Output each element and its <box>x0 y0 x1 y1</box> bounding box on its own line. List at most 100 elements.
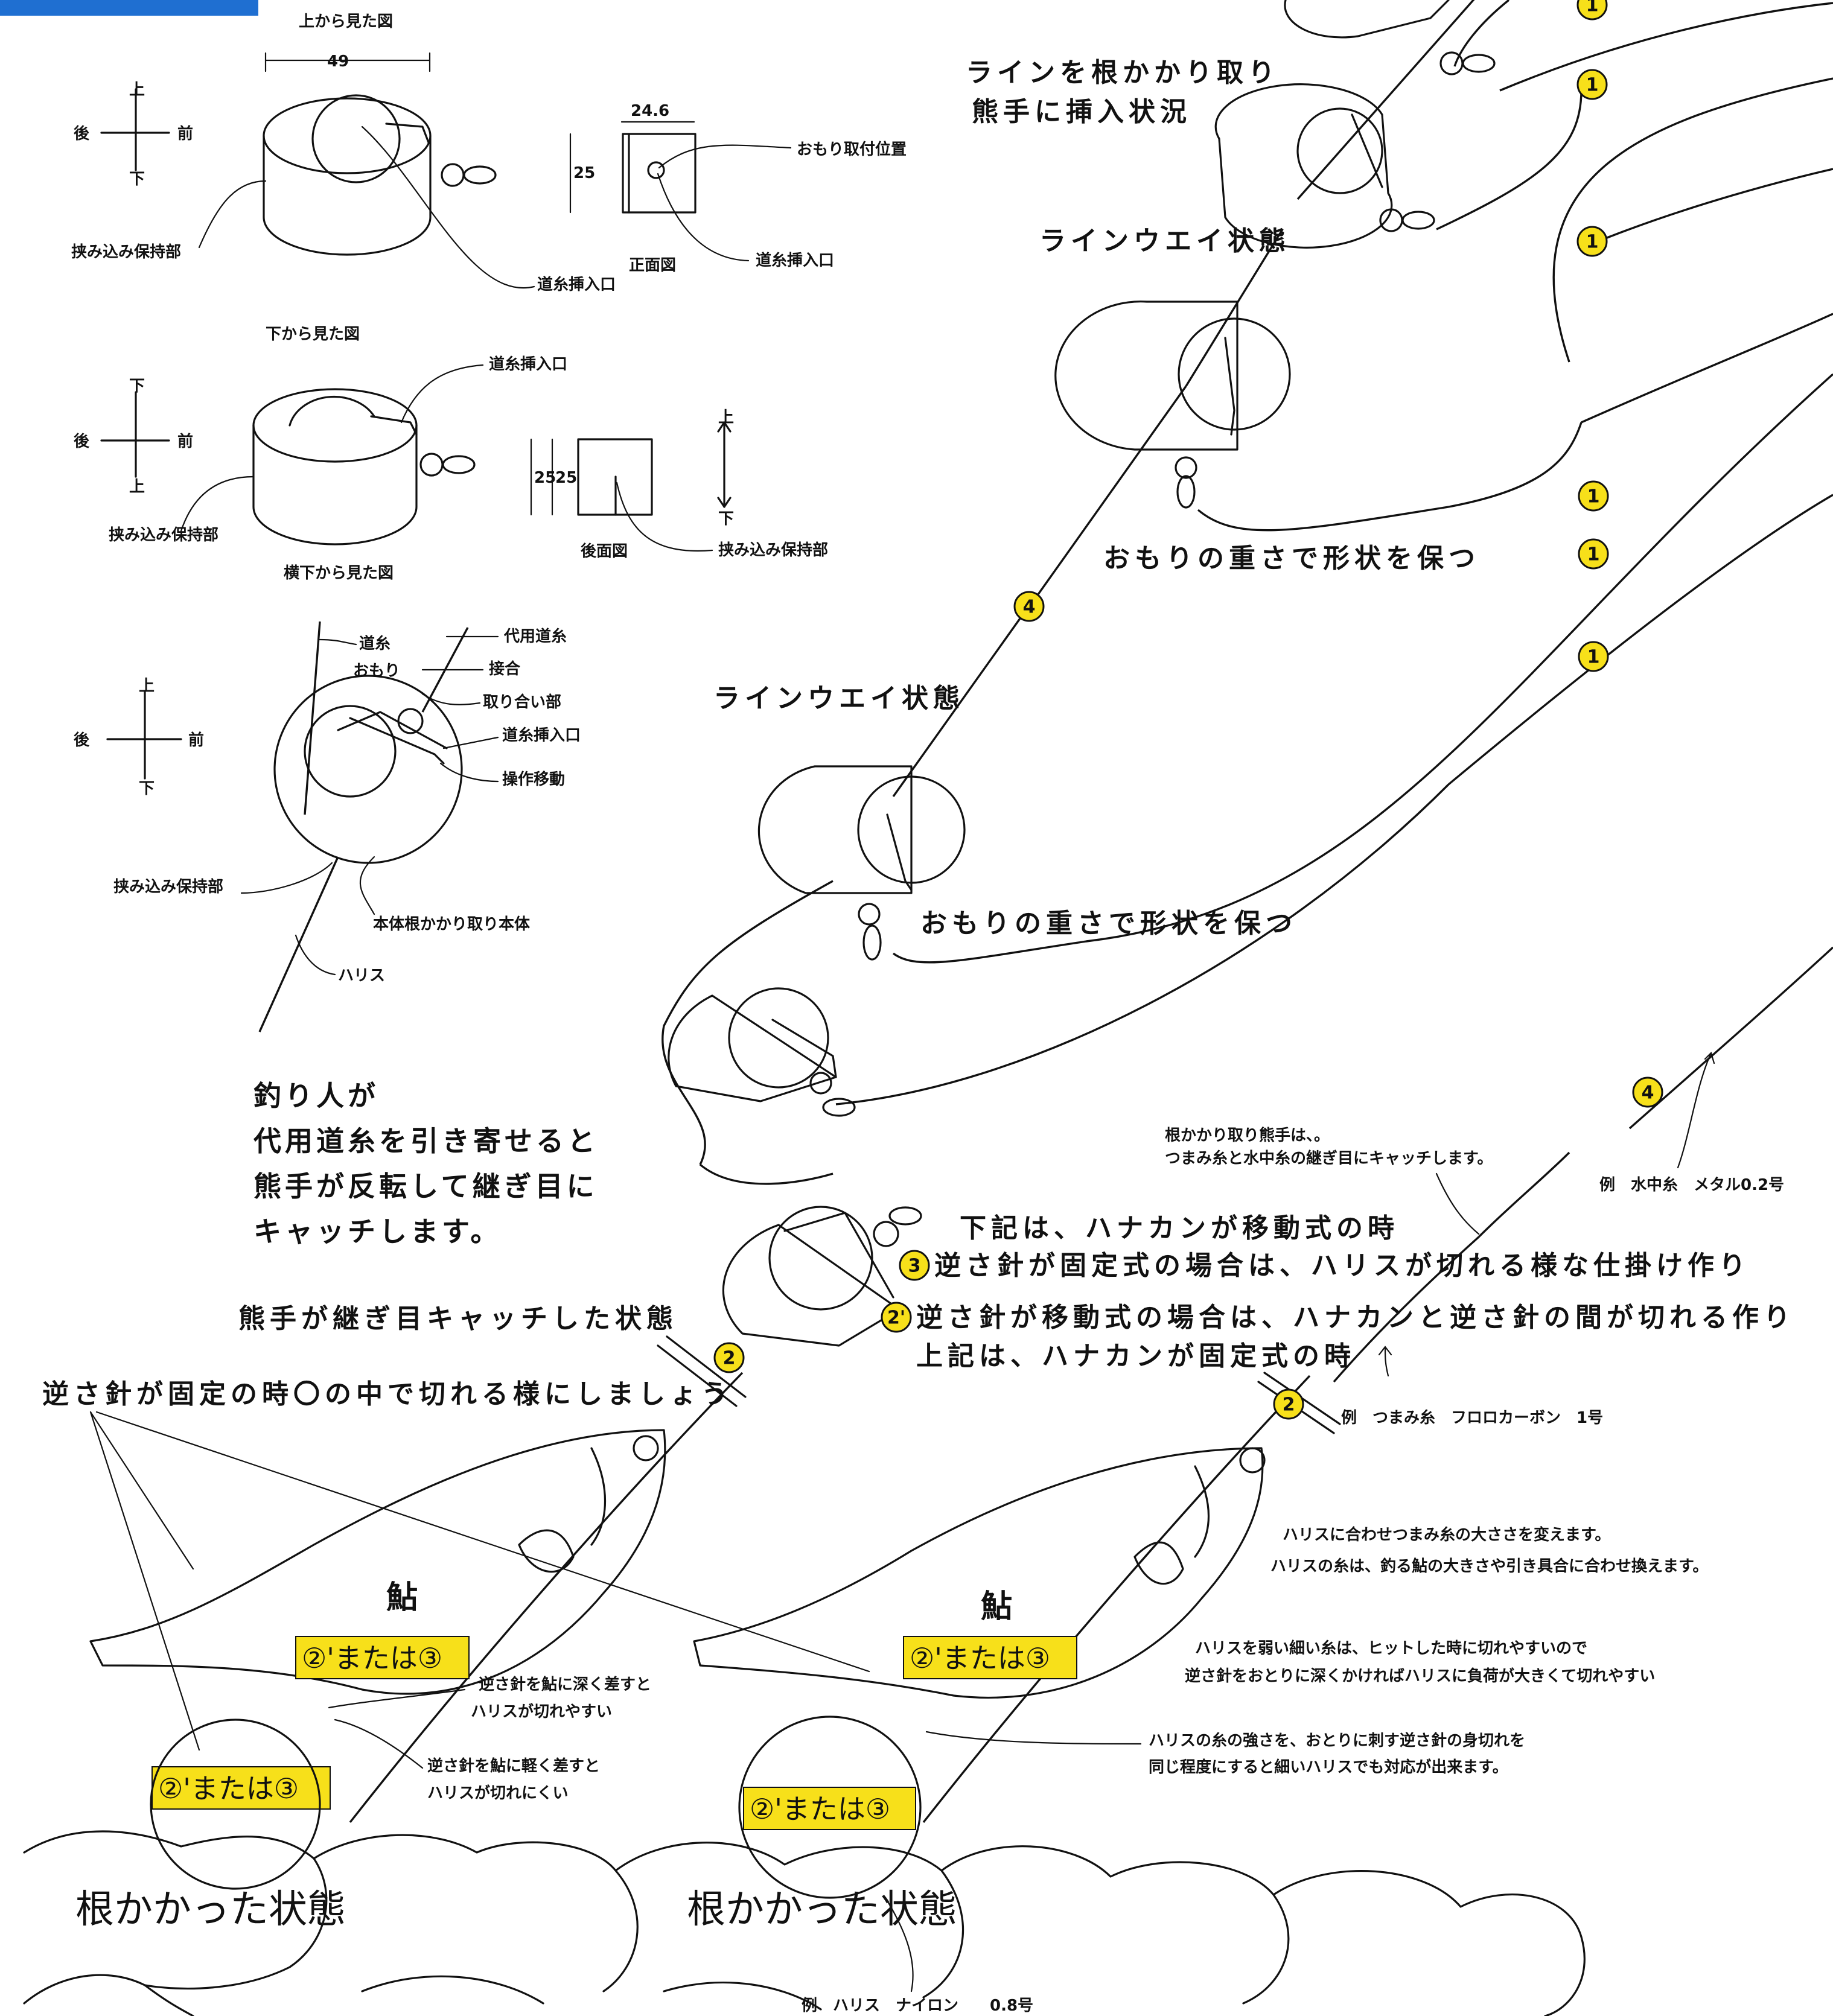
inserted-title-2: 熊手に挿入状況 <box>972 97 1191 127</box>
clamp-holder-2: 挟み込み保持部 <box>109 526 218 544</box>
svg-text:②'または③: ②'または③ <box>750 1793 890 1825</box>
dim-24-6: 24.6 <box>631 102 669 120</box>
reverse-fixed: 逆さ針が固定の時〇の中で切れる様にしましょう <box>42 1379 733 1410</box>
badge-1-d: 1 <box>1578 480 1609 512</box>
clamp-holder-4: 挟み込み保持部 <box>113 878 223 896</box>
deep-line-1: 逆さ針を鮎に深く差すと <box>479 1675 651 1694</box>
svg-text:1: 1 <box>1586 75 1599 96</box>
weak-line-1: ハリスを弱い細い糸は、ヒットした時に切れやすいので <box>1195 1639 1587 1658</box>
engagement-label: 取り合い部 <box>483 693 561 711</box>
example-pinch: 例 つまみ糸 フロロカーボン 1号 <box>1341 1409 1603 1427</box>
line-way-2: ラインウエイ状態 <box>713 683 964 714</box>
keep-shape-1: おもりの重さで形状を保つ <box>1103 543 1480 574</box>
rake-bottom-view <box>252 388 476 545</box>
fixed-case: 逆さ針が固定式の場合は、ハリスが切れる様な仕掛け作り <box>934 1250 1750 1281</box>
leader <box>616 482 713 552</box>
svg-text:4: 4 <box>1642 1083 1654 1104</box>
svg-text:1: 1 <box>1587 544 1600 565</box>
svg-text:下: 下 <box>129 377 145 395</box>
ayu-label-right: 鮎 <box>981 1589 1012 1625</box>
svg-text:4: 4 <box>1023 597 1036 618</box>
body-label: 本体根かかり取り本体 <box>373 915 531 933</box>
svg-text:後: 後 <box>74 124 90 143</box>
inserted-title-1: ラインを根かかり取り <box>966 57 1280 88</box>
example-harisu: 例 ハリス ナイロン 0.8号 <box>802 1997 1033 2015</box>
deep-line-2: ハリスが切れやすい <box>471 1702 612 1721</box>
dim-25-c: 25 <box>555 469 577 487</box>
badge-2-prime: 2' <box>881 1302 912 1333</box>
svg-text:3: 3 <box>908 1256 921 1277</box>
svg-text:②'または③: ②'または③ <box>302 1642 442 1674</box>
top-view-title: 上から見た図 <box>299 13 393 31</box>
or-box-3: ②'または③ <box>151 1766 331 1810</box>
svg-text:下: 下 <box>129 170 145 188</box>
badge-2-right: 2 <box>1273 1388 1304 1420</box>
line-inlet-2: 道糸挿入口 <box>537 275 616 294</box>
harisu-right <box>922 1375 1311 1824</box>
direction-cross-1: 上 下 後 前 <box>74 81 193 188</box>
svg-text:後: 後 <box>74 731 90 749</box>
light-line-1: 逆さ針を鮎に軽く差すと <box>427 1757 600 1775</box>
or-box-2: ②'または③ <box>903 1636 1077 1679</box>
svg-text:1: 1 <box>1587 486 1600 507</box>
weight-position: おもり取付位置 <box>797 140 907 159</box>
ayu-fish-left <box>89 1429 666 1695</box>
dim-25-a: 25 <box>573 164 595 182</box>
leader <box>361 126 535 289</box>
svg-text:前: 前 <box>177 124 193 143</box>
rake-top-partial <box>1284 0 1496 75</box>
adjust-line-1: ハリスに合わせつまみ糸の大ささを変えます。 <box>1283 1525 1610 1544</box>
leader <box>180 475 255 532</box>
leader <box>295 934 336 976</box>
badge-1-a: 1 <box>1576 0 1608 21</box>
rake-caught-pre <box>668 987 856 1117</box>
dim-25-b: 25 <box>534 469 556 487</box>
angler-line-1: 釣り人が <box>253 1080 379 1112</box>
angler-line-3: 熊手が反転して継ぎ目に <box>253 1170 598 1203</box>
badge-4-lower: 4 <box>1632 1076 1663 1108</box>
or-box-4: ②'または③ <box>743 1787 916 1830</box>
svg-text:1: 1 <box>1586 0 1599 16</box>
harisu-label: ハリス <box>338 967 385 985</box>
leader <box>198 180 267 249</box>
rake-lineway-2 <box>757 765 966 961</box>
svg-text:2: 2 <box>1283 1394 1295 1416</box>
svg-text:前: 前 <box>188 731 204 749</box>
clamp-holder-1: 挟み込み保持部 <box>71 243 181 261</box>
badge-4-upper: 4 <box>1013 591 1045 622</box>
caught-state: 熊手が継ぎ目キャッチした状態 <box>238 1303 678 1334</box>
line-inlet-3: 道糸挿入口 <box>489 355 567 374</box>
sinker-label: おもり <box>353 662 400 680</box>
corner-color-band <box>0 0 258 16</box>
pointer-lines <box>89 1411 870 1751</box>
front-view-label: 正面図 <box>629 256 676 275</box>
adjust-line-2: ハリスの糸は、釣る鮎の大きさや引き具合に合わせ換えます。 <box>1270 1557 1708 1576</box>
svg-text:上: 上 <box>139 677 155 695</box>
weak-line-2: 逆さ針をおとりに深くかければハリスに負荷が大きくて切れやすい <box>1185 1667 1655 1685</box>
badge-3: 3 <box>899 1250 930 1281</box>
leaders <box>328 1688 466 1769</box>
rake-caught <box>722 1206 922 1347</box>
leader <box>886 1900 914 1992</box>
line-way-1: ラインウエイ状態 <box>1039 226 1290 256</box>
svg-text:2': 2' <box>887 1308 905 1329</box>
leader <box>1435 1172 1480 1235</box>
strength-line-1: ハリスの糸の強さを、おとりに刺す逆さ針の身切れを <box>1149 1731 1525 1750</box>
leader <box>658 144 792 169</box>
operation-move-label: 操作移動 <box>502 771 565 789</box>
svg-text:②'または③: ②'または③ <box>910 1642 1050 1674</box>
strength-line-2: 同じ程度にすると細いハリスでも対応が出来ます。 <box>1149 1758 1508 1776</box>
badge-1-c: 1 <box>1576 226 1608 257</box>
snagged-left: 根かかった状態 <box>75 1887 346 1932</box>
moving-case: 逆さ針が移動式の場合は、ハナカンと逆さ針の間が切れる作り <box>916 1302 1795 1333</box>
rake-lineway-1 <box>1054 300 1291 509</box>
direction-cross-2: 下 上 後 前 <box>74 377 193 496</box>
snagged-right: 根かかった状態 <box>687 1887 957 1932</box>
leader <box>240 862 333 894</box>
angler-line-4: キャッチします。 <box>253 1215 502 1248</box>
main-line-label: 道糸 <box>359 634 391 653</box>
line-inlet-1: 道糸挿入口 <box>756 251 834 270</box>
light-line-2: ハリスが切れにくい <box>427 1784 568 1802</box>
front-view <box>569 121 697 214</box>
